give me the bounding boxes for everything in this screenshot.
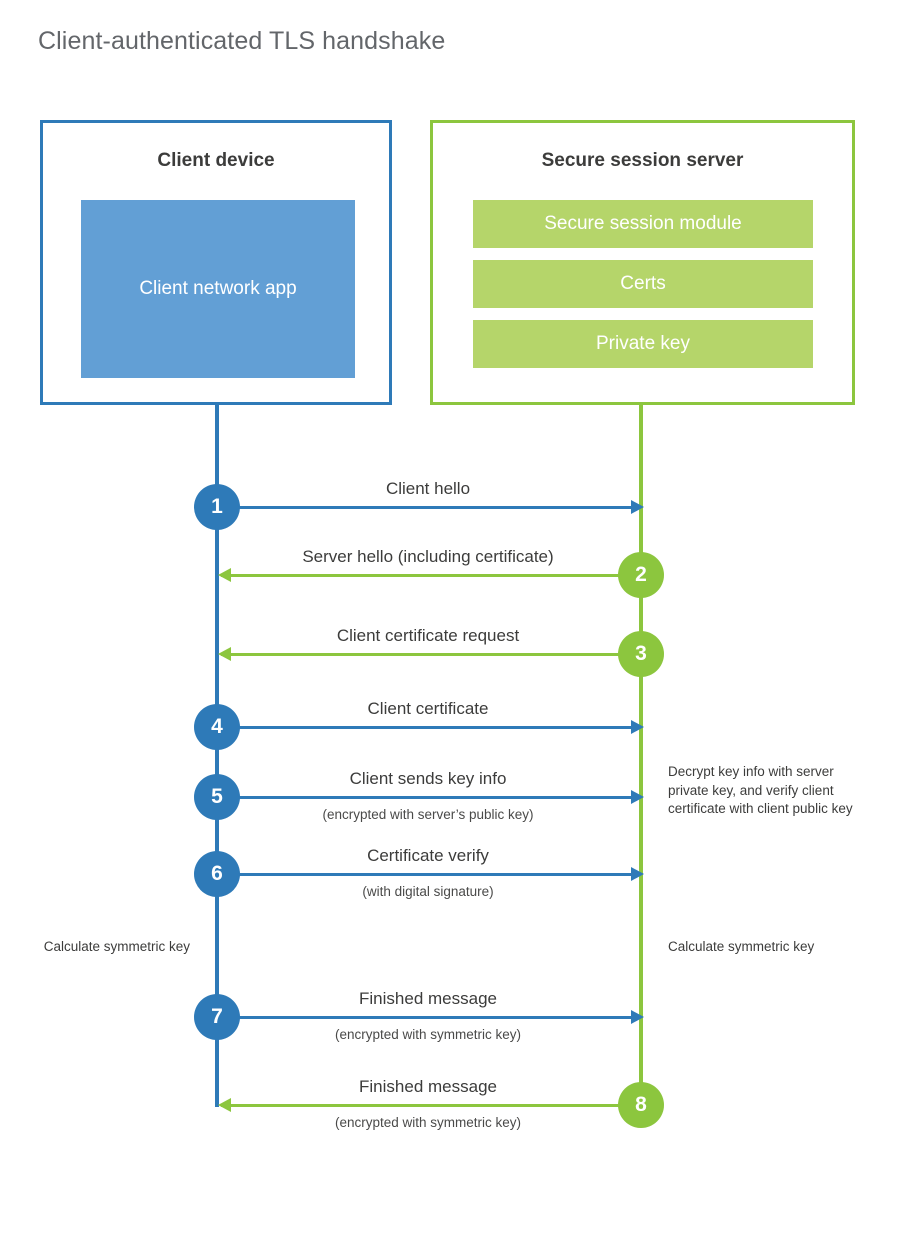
message-line-1 xyxy=(217,506,635,509)
note-server-calculate-symmetric-key: Calculate symmetric key xyxy=(668,939,815,954)
step-badge-8: 8 xyxy=(618,1082,664,1128)
step-badge-5: 5 xyxy=(194,774,240,820)
step-badge-4: 4 xyxy=(194,704,240,750)
message-label-7: Finished message xyxy=(359,989,497,1008)
step-badge-2: 2 xyxy=(618,552,664,598)
arrowhead-left-icon xyxy=(218,568,231,582)
note-server-decrypt: Decrypt key info with server private key… xyxy=(668,764,853,817)
arrowhead-right-icon xyxy=(631,500,644,514)
client-network-app-block: Client network app xyxy=(81,200,355,378)
server-component-private-key: Private key xyxy=(473,320,813,368)
arrowhead-right-icon xyxy=(631,790,644,804)
server-component-certs: Certs xyxy=(473,260,813,308)
message-line-5 xyxy=(217,796,635,799)
message-label-8: Finished message xyxy=(359,1077,497,1096)
message-line-6 xyxy=(217,873,635,876)
client-device-title: Client device xyxy=(157,150,275,171)
secure-session-server-box: Secure session server Secure session mod… xyxy=(430,120,855,405)
note-client-calculate-symmetric-key: Calculate symmetric key xyxy=(43,939,190,954)
secure-session-server-title: Secure session server xyxy=(541,150,744,171)
client-device-box: Client device Client network app xyxy=(40,120,392,405)
message-line-4 xyxy=(217,726,635,729)
message-label-5: Client sends key info xyxy=(349,769,507,788)
arrowhead-right-icon xyxy=(631,867,644,881)
message-label-3: Client certificate request xyxy=(336,626,520,645)
message-sublabel-8: (encrypted with symmetric key) xyxy=(334,1115,522,1130)
message-label-6: Certificate verify xyxy=(367,846,489,865)
arrowhead-left-icon xyxy=(218,647,231,661)
arrowhead-right-icon xyxy=(631,720,644,734)
message-line-7 xyxy=(217,1016,635,1019)
message-label-2: Server hello (including certificate) xyxy=(302,547,554,566)
step-badge-6: 6 xyxy=(194,851,240,897)
message-line-2 xyxy=(221,574,639,577)
server-component-stack: Secure session module Certs Private key xyxy=(473,200,813,368)
step-badge-7: 7 xyxy=(194,994,240,1040)
server-lifeline xyxy=(639,405,643,1107)
message-line-3 xyxy=(221,653,639,656)
message-sublabel-5: (encrypted with server’s public key) xyxy=(322,807,534,822)
message-sublabel-6: (with digital signature) xyxy=(362,884,494,899)
arrowhead-right-icon xyxy=(631,1010,644,1024)
step-badge-1: 1 xyxy=(194,484,240,530)
arrowhead-left-icon xyxy=(218,1098,231,1112)
message-line-8 xyxy=(221,1104,639,1107)
message-label-1: Client hello xyxy=(385,479,471,498)
message-label-4: Client certificate xyxy=(367,699,489,718)
client-lifeline xyxy=(215,405,219,1107)
page-title: Client-authenticated TLS handshake xyxy=(38,27,446,55)
server-component-secure-session-module: Secure session module xyxy=(473,200,813,248)
step-badge-3: 3 xyxy=(618,631,664,677)
message-sublabel-7: (encrypted with symmetric key) xyxy=(334,1027,522,1042)
